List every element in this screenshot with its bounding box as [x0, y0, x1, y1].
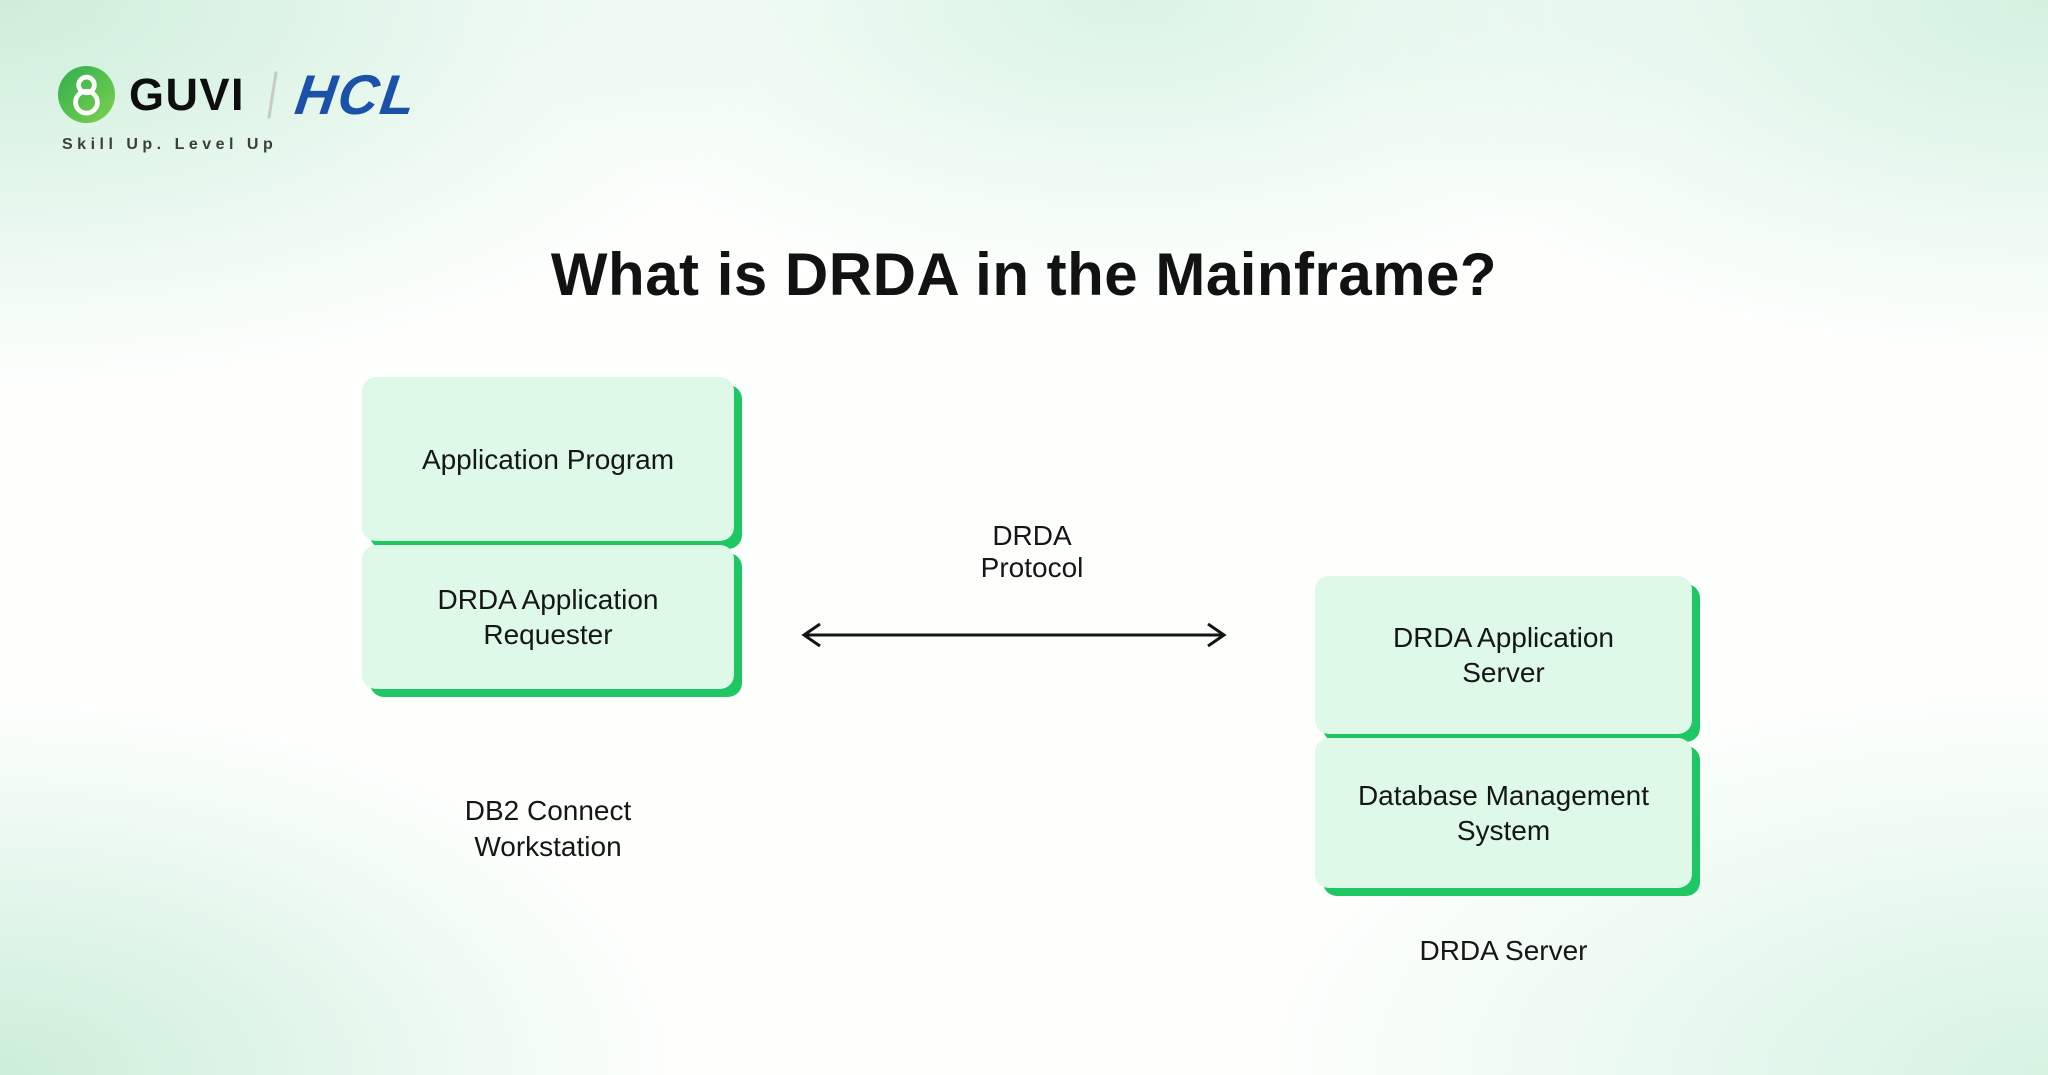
- drda-protocol-arrow: [798, 619, 1230, 651]
- double-arrow-icon: [801, 622, 1227, 648]
- application-program-box: Application Program: [362, 377, 734, 541]
- brand-tagline: Skill Up. Level Up: [62, 136, 278, 153]
- hcl-wordmark: HCL: [291, 63, 422, 126]
- db2-connect-workstation-caption: DB2 Connect Workstation: [464, 795, 632, 863]
- page-title: What is DRDA in the Mainframe?: [550, 241, 1498, 308]
- drda-protocol-label: DRDA Protocol: [980, 520, 1084, 584]
- logo-divider: [267, 70, 278, 119]
- client-stack: Application Program DRDA Application Req…: [362, 377, 734, 689]
- drda-application-server-box: DRDA Application Server: [1315, 576, 1692, 734]
- drda-server-caption: DRDA Server: [1419, 935, 1588, 966]
- server-stack: DRDA Application Server Database Managem…: [1315, 576, 1692, 888]
- guvi-logo-icon: [58, 66, 115, 123]
- drda-application-requester-box: DRDA Application Requester: [362, 545, 734, 689]
- brand-lockup: GUVI HCL: [58, 62, 422, 127]
- guvi-wordmark: GUVI: [129, 68, 246, 120]
- database-management-system-box: Database Management System: [1315, 738, 1692, 888]
